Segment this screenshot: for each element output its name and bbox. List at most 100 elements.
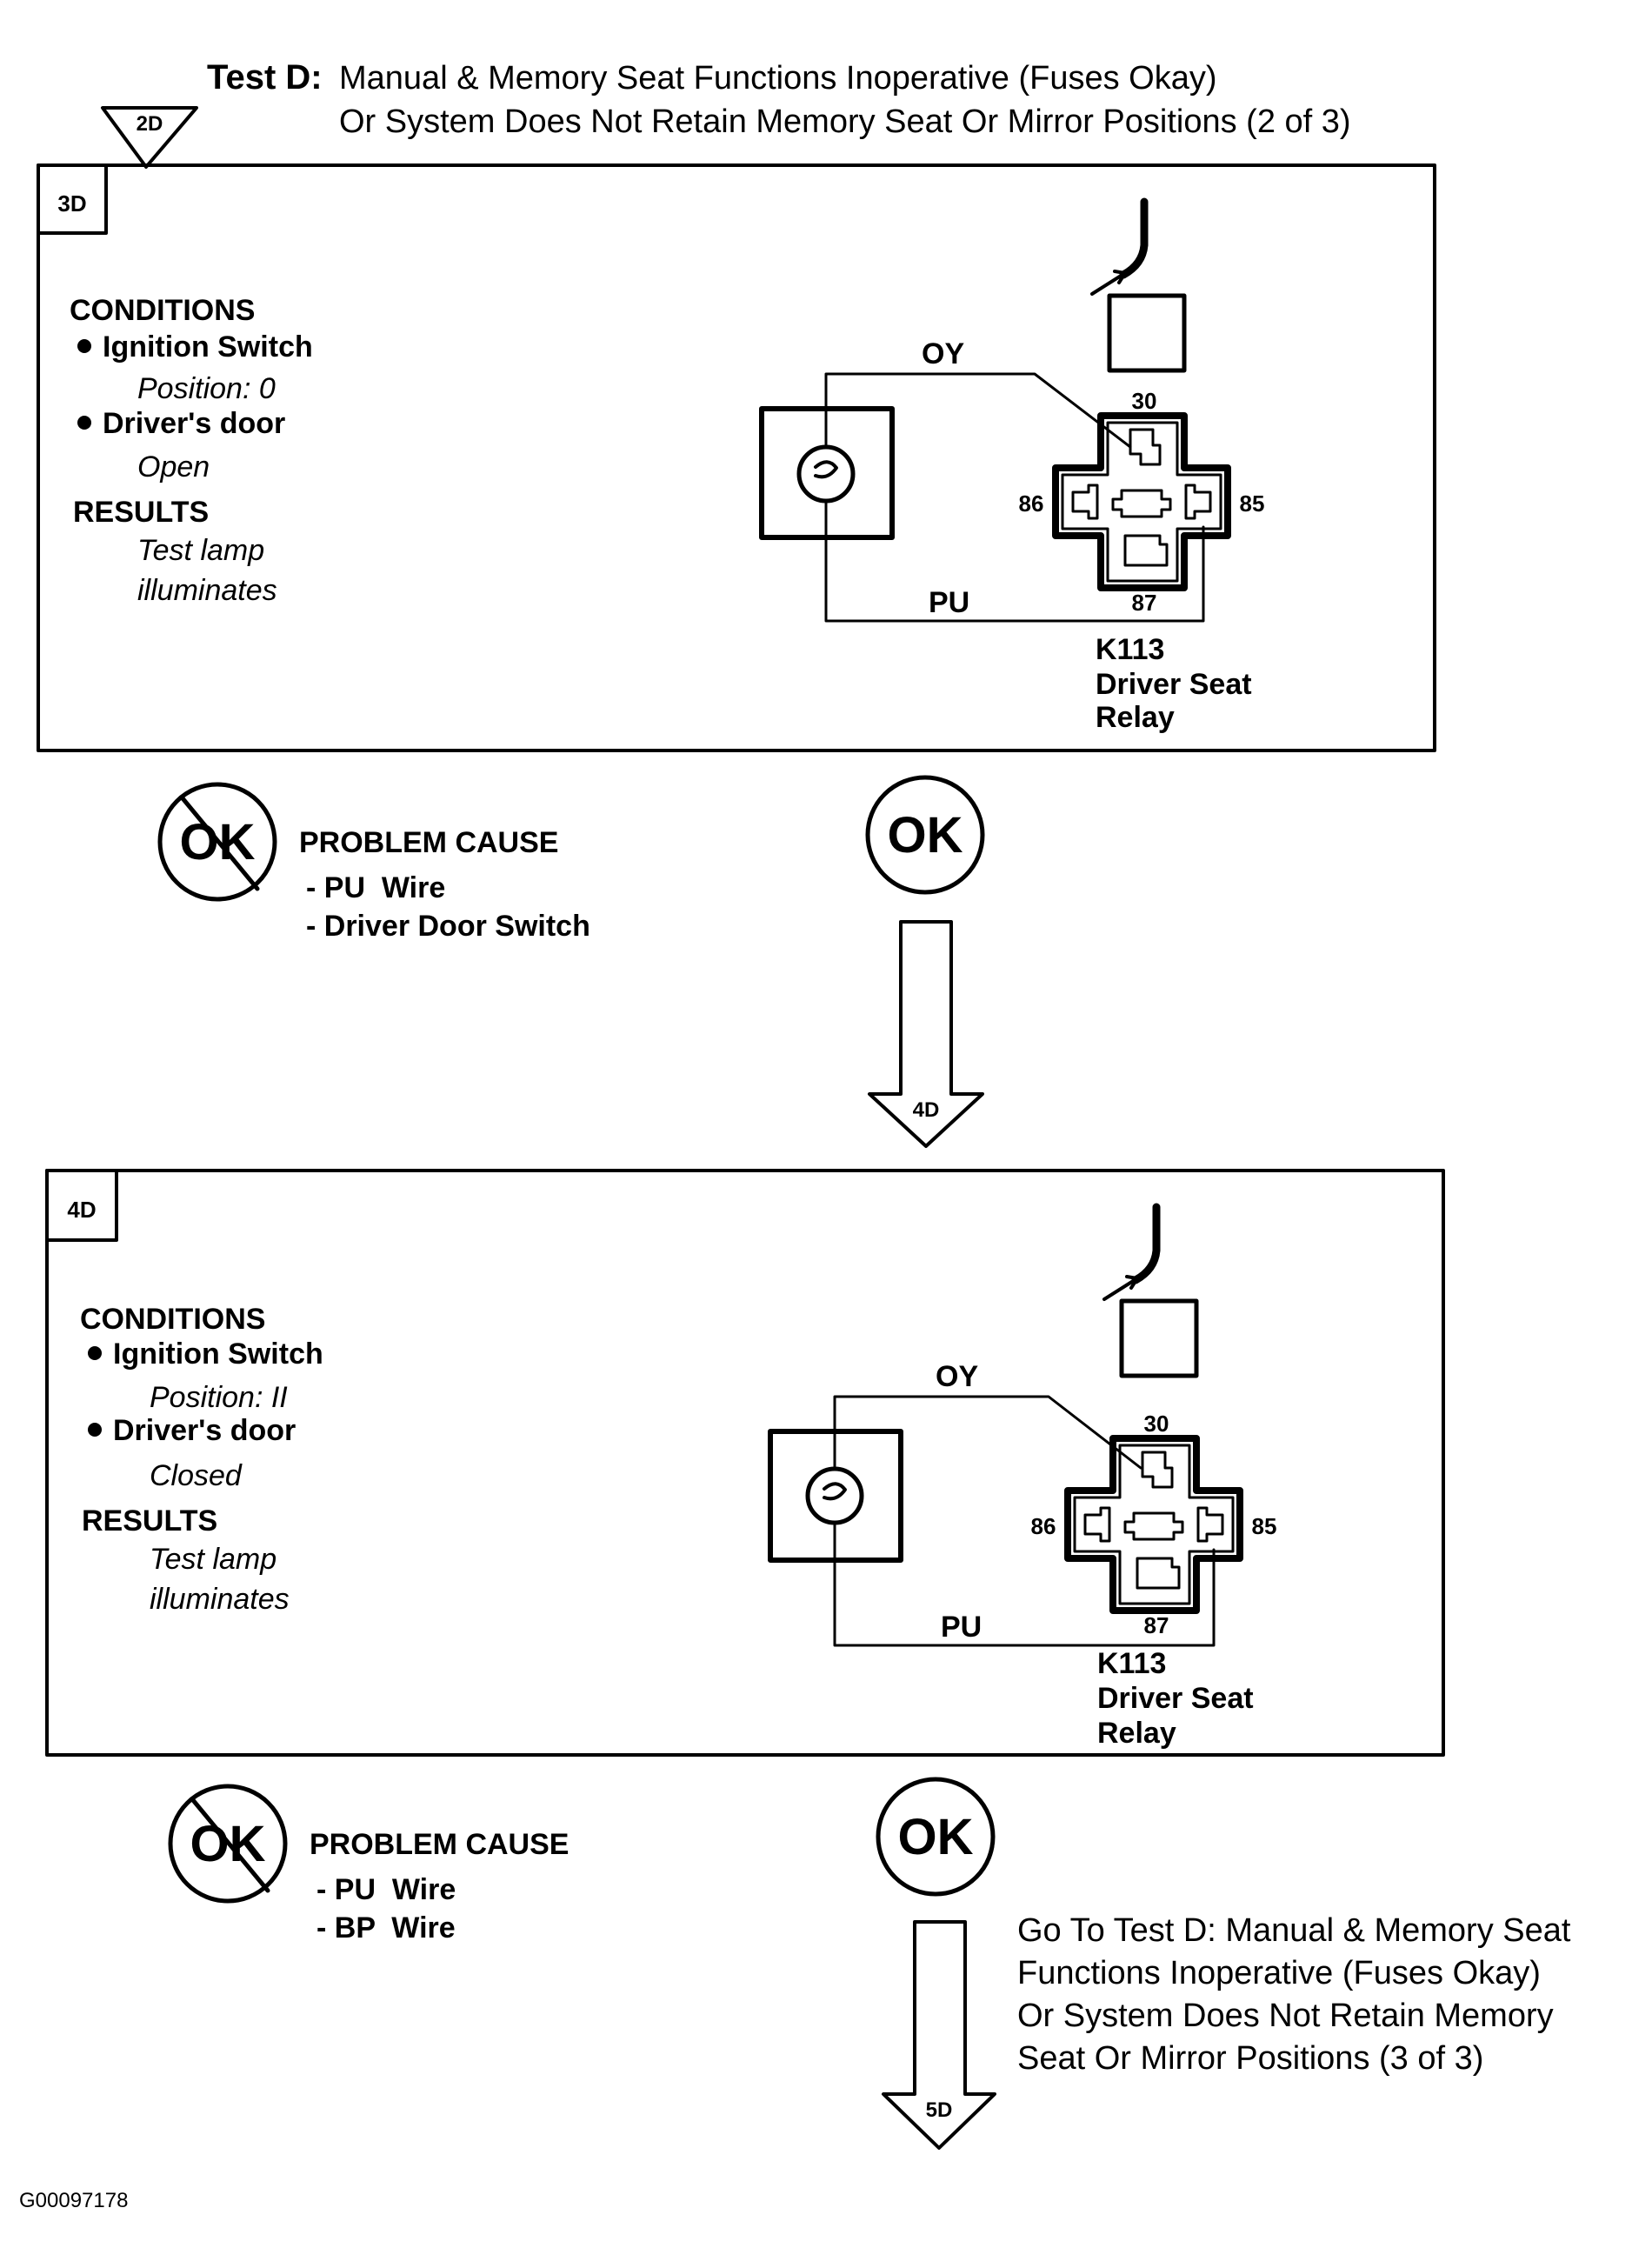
wire-oy-label: OY <box>936 1360 978 1393</box>
wire-oy <box>833 1395 1142 1471</box>
next-marker-4d: 4D <box>913 1098 940 1122</box>
results-label: RESULTS <box>82 1504 217 1538</box>
driver-seat-relay-k113: 30 86 85 87 <box>1031 1411 1277 1638</box>
wire-oy <box>824 372 1132 449</box>
wire-pu-label: PU <box>941 1611 982 1644</box>
next-marker-5d: 5D <box>926 2098 953 2122</box>
step-3d-frame <box>37 163 1436 752</box>
pin-30-label: 30 <box>1132 388 1157 414</box>
relay-pin-85-terminal <box>1196 1506 1224 1543</box>
probe-lead <box>1119 197 1149 279</box>
pin-87-label: 87 <box>1132 590 1157 616</box>
problem-cause-label: PROBLEM CAUSE <box>299 826 558 859</box>
test-lamp-box <box>1119 1298 1199 1378</box>
condition-ignition-switch: Ignition Switch <box>113 1337 323 1371</box>
pin-86-label: 86 <box>1019 490 1044 517</box>
step-3d: 3D CONDITIONS Ignition Switch Position: … <box>37 163 1436 752</box>
not-ok-circle <box>157 782 277 902</box>
driver-seat-relay-k113: 30 86 85 87 <box>1019 388 1265 616</box>
relay-pin-85-terminal <box>1184 484 1212 520</box>
problem-cause-label: PROBLEM CAUSE <box>310 1828 569 1861</box>
condition-door: Driver's door <box>113 1414 296 1447</box>
goto-line4: Seat Or Mirror Positions (3 of 3) <box>1017 2040 1483 2077</box>
step-3d-schematic: OY PU 30 86 85 87 K113 <box>759 197 1265 734</box>
relay-body <box>1064 1435 1243 1614</box>
pin-85-label: 85 <box>1252 1513 1277 1539</box>
condition-ignition-switch: Ignition Switch <box>103 330 313 364</box>
wire-oy-label: OY <box>922 337 964 370</box>
probe-arrow <box>1102 1275 1139 1301</box>
step-3d-id: 3D <box>57 190 86 217</box>
conditions-label: CONDITIONS <box>80 1303 265 1336</box>
relay-center-terminal <box>1123 1511 1184 1541</box>
step-4d-id: 4D <box>67 1197 96 1223</box>
relay-name-line1: Driver Seat <box>1097 1682 1254 1715</box>
result-line1: Test lamp <box>150 1543 276 1576</box>
door-switch-contact <box>796 444 856 504</box>
ok-circle <box>865 775 985 895</box>
step-3d-ok: OK 4D <box>865 775 985 1148</box>
step-4d: 4D CONDITIONS Ignition Switch Position: … <box>45 1169 1445 1757</box>
not-ok-slash <box>180 796 260 891</box>
step-4d-ok: OK 5D <box>876 1777 996 2150</box>
problem-cause-2: - BP Wire <box>316 1911 456 1944</box>
header: Test D: Manual & Memory Seat Functions I… <box>101 58 1351 169</box>
bullet <box>77 339 91 353</box>
result-line2: illuminates <box>150 1583 290 1616</box>
door-switch-symbol <box>814 460 838 479</box>
arrow-to-4d <box>868 920 984 1148</box>
step-4d-not-ok: OK PROBLEM CAUSE - PU Wire - BP Wire <box>168 1784 569 1944</box>
step-3d-not-ok: OK PROBLEM CAUSE - PU Wire - Driver Door… <box>157 782 590 943</box>
relay-body-inner <box>1073 1444 1235 1605</box>
wire-pu <box>824 499 1205 623</box>
wire-pu-label: PU <box>929 586 969 619</box>
relay-pin-87-terminal <box>1123 534 1169 567</box>
step-4d-id-box: 4D <box>45 1169 118 1242</box>
wire-pu <box>833 1521 1216 1647</box>
entry-marker-label: 2D <box>137 112 163 136</box>
probe-arrow <box>1090 270 1127 296</box>
step-3d-conditions: CONDITIONS Ignition Switch Position: 0 D… <box>70 294 313 607</box>
pin-87-label: 87 <box>1144 1612 1169 1638</box>
relay-pin-87-terminal <box>1136 1557 1181 1590</box>
problem-cause-1: - PU Wire <box>316 1873 456 1906</box>
relay-pin-30-terminal <box>1129 428 1162 466</box>
ok-circle <box>876 1777 996 1897</box>
test-label: Test D: <box>207 58 323 97</box>
pin-86-label: 86 <box>1031 1513 1056 1539</box>
door-switch-symbol <box>823 1482 847 1501</box>
entry-marker-2d: 2D <box>101 106 198 169</box>
step-4d-conditions: CONDITIONS Ignition Switch Position: II … <box>80 1303 323 1616</box>
bullet <box>88 1423 102 1437</box>
test-lamp-box <box>1107 293 1187 373</box>
step-4d-schematic: OY PU 30 86 85 87 K113 Driver Seat Relay <box>768 1203 1277 1750</box>
goto-next-test: Go To Test D: Manual & Memory Seat Funct… <box>1017 1912 1571 2077</box>
results-label: RESULTS <box>73 496 209 529</box>
condition-door-value: Closed <box>150 1459 243 1492</box>
result-line2: illuminates <box>137 574 277 607</box>
relay-body-inner <box>1061 421 1222 583</box>
relay-pin-86-terminal <box>1071 484 1099 520</box>
test-title-line1: Manual & Memory Seat Functions Inoperati… <box>339 60 1217 97</box>
result-line1: Test lamp <box>137 534 264 567</box>
not-ok-slash <box>190 1798 270 1893</box>
figure-id: G00097178 <box>19 2189 128 2212</box>
ok-label: OK <box>888 807 963 864</box>
relay-name-line2: Relay <box>1096 701 1175 734</box>
step-3d-id-box: 3D <box>37 163 108 235</box>
arrow-to-5d <box>882 1920 996 2150</box>
step-4d-frame <box>45 1169 1445 1757</box>
not-ok-circle <box>168 1784 288 1904</box>
pin-30-label: 30 <box>1144 1411 1169 1437</box>
goto-line3: Or System Does Not Retain Memory <box>1017 1998 1554 2034</box>
door-switch-contact <box>805 1466 864 1525</box>
test-title-line2: Or System Does Not Retain Memory Seat Or… <box>339 103 1351 140</box>
condition-door-value: Open <box>137 450 210 484</box>
relay-pin-30-terminal <box>1141 1451 1174 1489</box>
relay-id-label: K113 <box>1096 633 1164 666</box>
probe-lead <box>1131 1203 1161 1284</box>
relay-name-line2: Relay <box>1097 1717 1176 1750</box>
condition-ignition-value: Position: II <box>150 1381 288 1414</box>
relay-body <box>1052 412 1231 591</box>
